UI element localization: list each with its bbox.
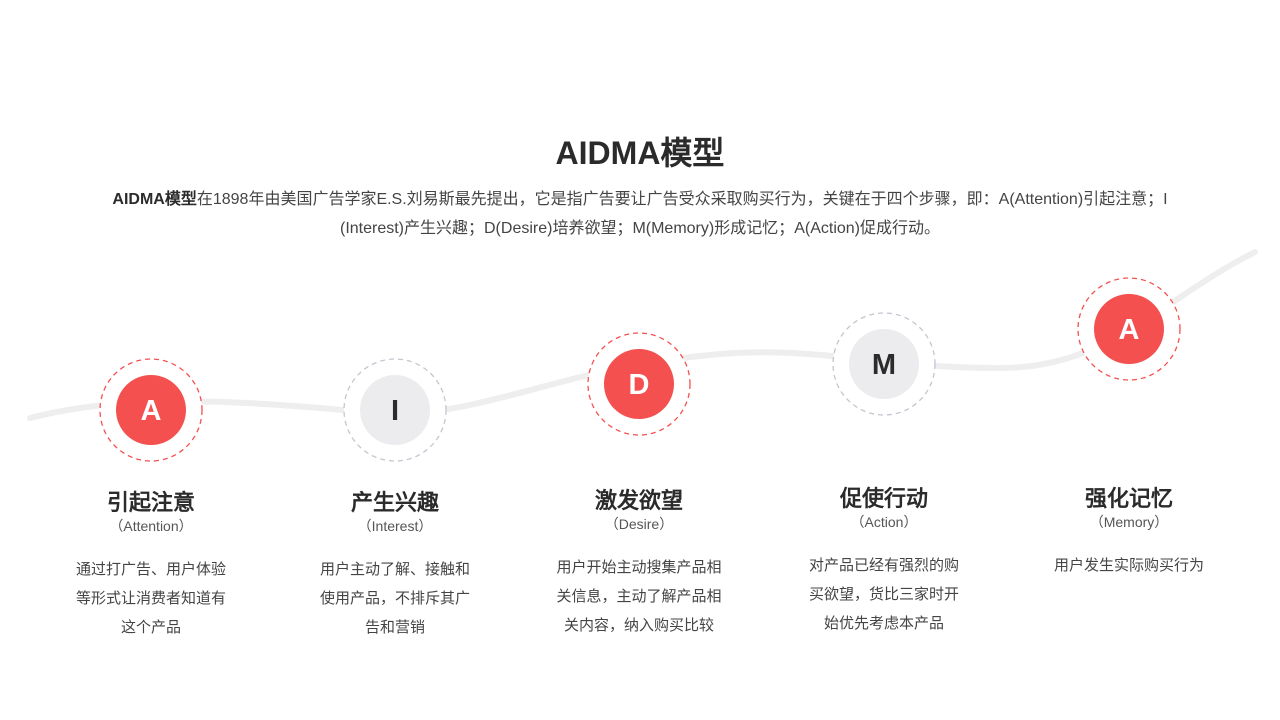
description-line: 用户发生实际购买行为 [1053, 557, 1204, 574]
step-3: 激发欲望 （Desire） 用户开始主动搜集产品相关信息，主动了解产品相关内容，纳入… [539, 487, 739, 640]
step-node-4: M [832, 312, 936, 416]
step-letter: A [141, 395, 162, 427]
description-line: 买欲望，货比三家时开 [808, 586, 959, 603]
step-node-2: I [343, 358, 447, 462]
step-title: 强化记忆 [1084, 486, 1173, 511]
step-node-1: A [99, 358, 203, 462]
description-line: 通过打广告、用户体验 [75, 561, 226, 578]
step-1: 引起注意 （Attention） 通过打广告、用户体验等形式让消费者知道有这个产品 [51, 489, 251, 642]
step-subtitle: （Memory） [1089, 514, 1169, 530]
step-description: 通过打广告、用户体验等形式让消费者知道有这个产品 [51, 555, 251, 642]
intro-paragraph: AIDMA模型在1898年由美国广告学家E.S.刘易斯最先提出，它是指广告要让广… [80, 185, 1200, 243]
step-title: 促使行动 [839, 486, 928, 511]
step-4: 促使行动 （Action） 对产品已经有强烈的购买欲望，货比三家时开始优先考虑本产品 [784, 485, 984, 638]
step-description: 用户发生实际购买行为 [1029, 551, 1229, 580]
step-circle [604, 349, 674, 419]
intro-lead: AIDMA模型 [112, 191, 197, 208]
step-subtitle: （Action） [850, 514, 918, 530]
page-title: AIDMA模型 [555, 135, 725, 171]
step-letter: I [391, 395, 399, 427]
step-subtitle: （Desire） [604, 516, 674, 532]
step-title: 引起注意 [106, 490, 195, 515]
step-2: 产生兴趣 （Interest） 用户主动了解、接触和使用产品，不排斥其广告和营销 [295, 489, 495, 642]
description-line: 告和营销 [364, 619, 425, 636]
description-line: 用户主动了解、接触和 [319, 561, 470, 578]
description-line: 用户开始主动搜集产品相 [556, 559, 722, 576]
step-description: 用户主动了解、接触和使用产品，不排斥其广告和营销 [295, 555, 495, 642]
step-circle [849, 329, 919, 399]
step-description: 对产品已经有强烈的购买欲望，货比三家时开始优先考虑本产品 [784, 551, 984, 638]
step-circle [360, 375, 430, 445]
step-letter: M [872, 349, 896, 381]
intro-text: 在1898年由美国广告学家E.S.刘易斯最先提出，它是指广告要让广告受众采取购买… [196, 191, 1168, 237]
description-line: 等形式让消费者知道有 [75, 590, 226, 607]
description-line: 对产品已经有强烈的购 [808, 557, 959, 574]
step-title: 产生兴趣 [350, 490, 439, 515]
step-circle [116, 375, 186, 445]
description-line: 关信息，主动了解产品相 [556, 588, 722, 605]
step-letter: A [1119, 314, 1140, 346]
description-line: 这个产品 [120, 619, 181, 636]
step-subtitle: （Attention） [109, 518, 193, 534]
step-node-3: D [587, 332, 691, 436]
description-line: 使用产品，不排斥其广 [319, 590, 470, 607]
step-subtitle: （Interest） [357, 518, 433, 534]
step-node-5: A [1077, 277, 1181, 381]
step-circle [1094, 294, 1164, 364]
description-line: 关内容，纳入购买比较 [563, 617, 714, 634]
step-5: 强化记忆 （Memory） 用户发生实际购买行为 [1029, 485, 1229, 580]
step-letter: D [629, 369, 650, 401]
description-line: 始优先考虑本产品 [823, 615, 944, 632]
step-title: 激发欲望 [594, 488, 683, 513]
step-description: 用户开始主动搜集产品相关信息，主动了解产品相关内容，纳入购买比较 [539, 553, 739, 640]
